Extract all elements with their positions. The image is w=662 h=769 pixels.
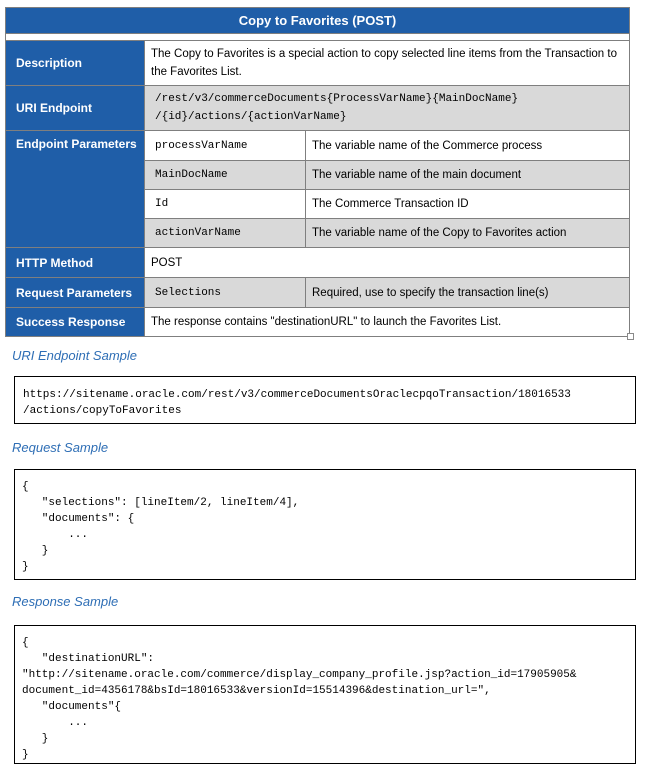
uri-sample-code: https://sitename.oracle.com/rest/v3/comm… [23,389,571,417]
param-name-maindoc: MainDocName [144,160,306,190]
description-label: Description [5,40,145,86]
request-param-name: Selections [144,277,306,308]
param-desc-process: The variable name of the Commerce proces… [304,130,631,161]
uri-sample-box: https://sitename.oracle.com/rest/v3/comm… [14,376,636,424]
success-response-text: The response contains "destinationURL" t… [143,307,631,337]
request-parameters-label: Request Parameters [5,277,145,308]
uri-endpoint-value: /rest/v3/commerceDocuments{ProcessVarNam… [143,85,631,131]
param-name-action: actionVarName [144,218,306,248]
uri-endpoint-label: URI Endpoint [5,85,145,131]
request-sample-code: { "selections": [lineItem/2, lineItem/4]… [22,481,300,573]
endpoint-parameters-label: Endpoint Parameters [5,130,145,248]
uri-endpoint-line-1: /rest/v3/commerceDocuments{ProcessVarNam… [155,93,519,105]
param-desc-action: The variable name of the Copy to Favorit… [304,218,631,248]
uri-sample-heading: URI Endpoint Sample [12,348,138,363]
spacer-row [4,33,631,41]
success-response-label: Success Response [5,307,145,337]
http-method-value: POST [143,247,631,278]
param-desc-maindoc: The variable name of the main document [304,160,631,190]
request-sample-heading: Request Sample [12,440,109,455]
response-sample-box: { "destinationURL": "http://sitename.ora… [14,625,636,764]
request-param-desc: Required, use to specify the transaction… [304,277,631,308]
param-desc-id: The Commerce Transaction ID [304,189,631,219]
response-sample-code: { "destinationURL": "http://sitename.ora… [22,637,577,761]
description-text: The Copy to Favorites is a special actio… [143,40,631,86]
uri-endpoint-line-2: /{id}/actions/{actionVarName} [155,111,347,123]
param-name-process: processVarName [144,130,306,161]
table-title: Copy to Favorites (POST) [4,7,631,34]
param-name-id: Id [144,189,306,219]
response-sample-heading: Response Sample [12,594,119,609]
table-resize-handle[interactable] [627,333,634,340]
request-sample-box: { "selections": [lineItem/2, lineItem/4]… [14,469,636,580]
http-method-label: HTTP Method [5,247,145,278]
api-reference-table: Copy to Favorites (POST) Description The… [4,7,631,337]
